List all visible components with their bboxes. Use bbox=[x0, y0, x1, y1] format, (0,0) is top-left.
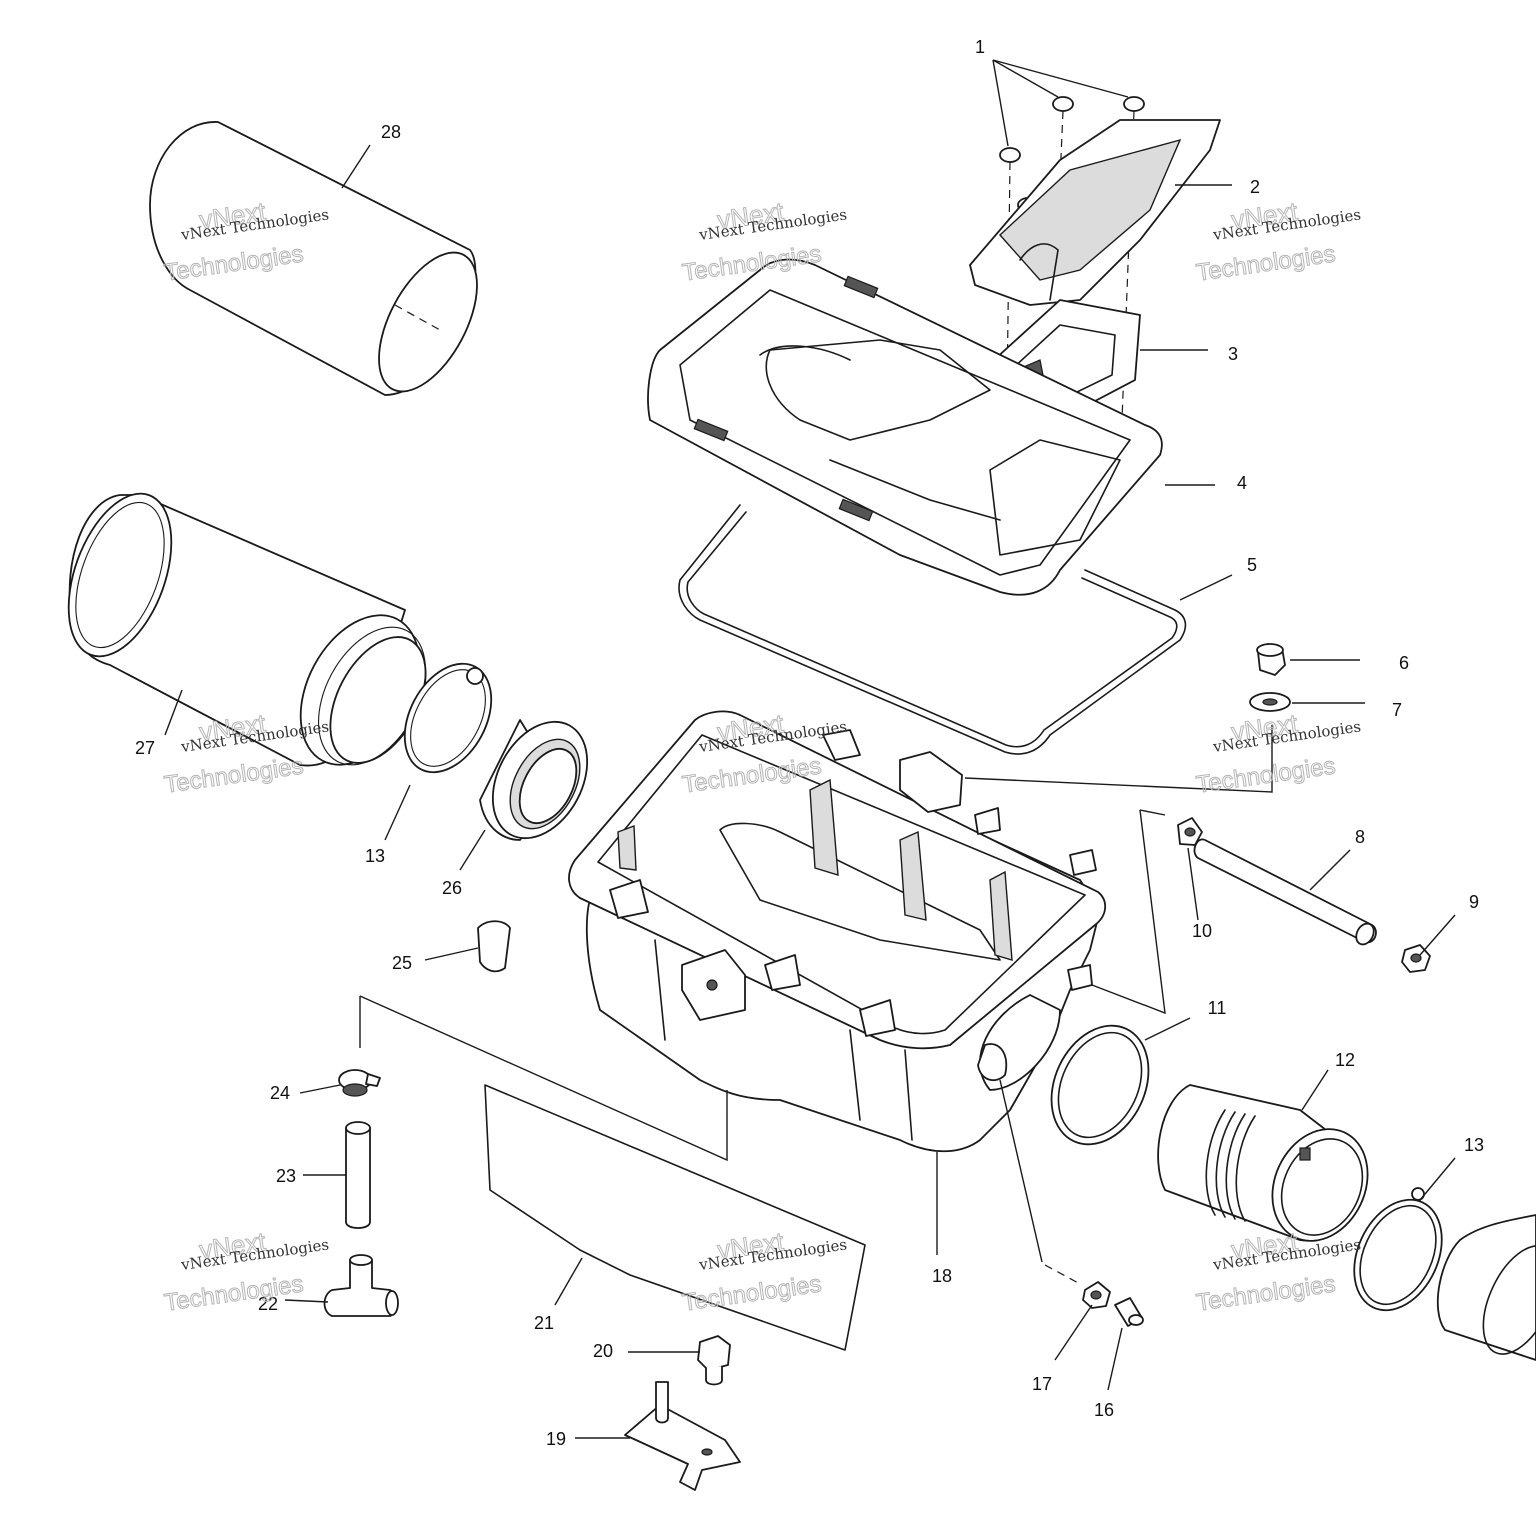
callout-28: 28 bbox=[381, 122, 401, 142]
callout-27: 27 bbox=[135, 738, 155, 758]
callout-labels: 1 2 3 4 5 6 7 8 9 10 11 12 13 13 16 17 1… bbox=[135, 37, 1484, 1449]
part-intake-tube-partial bbox=[1436, 1214, 1536, 1361]
part-10-clip-nut bbox=[1177, 817, 1203, 846]
part-16-spacer bbox=[1114, 1297, 1144, 1327]
callout-24: 24 bbox=[270, 1083, 290, 1103]
callout-16: 16 bbox=[1094, 1400, 1114, 1420]
callout-1: 1 bbox=[975, 37, 985, 57]
callout-12: 12 bbox=[1335, 1050, 1355, 1070]
callout-19: 19 bbox=[546, 1429, 566, 1449]
callout-11: 11 bbox=[1208, 998, 1227, 1018]
part-7-washer bbox=[1249, 692, 1291, 712]
callout-25: 25 bbox=[392, 953, 412, 973]
watermark-6: vNext Technologies vNext Technologies bbox=[1194, 708, 1362, 799]
part-8-rod bbox=[1193, 838, 1377, 946]
part-13-clamp-right bbox=[1353, 1187, 1443, 1312]
callout-13-left: 13 bbox=[365, 846, 385, 866]
part-20-bolt bbox=[697, 1335, 731, 1386]
callout-17: 17 bbox=[1032, 1374, 1052, 1394]
part-5-lid-seal bbox=[678, 504, 1187, 755]
part-22-tee-fitting bbox=[323, 1254, 399, 1317]
svg-text:Technologies: Technologies bbox=[163, 752, 306, 798]
part-17-clip-nut bbox=[1082, 1281, 1111, 1309]
part-12-intake-boot bbox=[1157, 1084, 1369, 1242]
callout-3: 3 bbox=[1228, 344, 1238, 364]
part-28-precleaner-sleeve bbox=[149, 121, 478, 396]
part-11-o-ring bbox=[1050, 1024, 1150, 1146]
callout-4: 4 bbox=[1237, 473, 1247, 493]
part-19-bracket bbox=[624, 1381, 741, 1491]
part-24-hose-clamp bbox=[338, 1069, 381, 1097]
part-27-air-filter bbox=[67, 492, 427, 767]
callout-5: 5 bbox=[1247, 555, 1257, 575]
callout-6: 6 bbox=[1399, 653, 1409, 673]
part-4-airbox-lid bbox=[647, 258, 1163, 596]
callout-9: 9 bbox=[1469, 892, 1479, 912]
callout-2: 2 bbox=[1250, 177, 1260, 197]
part-13-clamp-left bbox=[403, 662, 493, 774]
part-26-adapter bbox=[479, 719, 589, 841]
svg-text:Technologies: Technologies bbox=[1195, 240, 1338, 286]
part-18-airbox-housing bbox=[568, 710, 1107, 1153]
callout-23: 23 bbox=[276, 1166, 296, 1186]
watermark-8: vNext Technologies vNext Technologies bbox=[680, 1226, 848, 1317]
svg-text:Technologies: Technologies bbox=[1195, 1270, 1338, 1316]
callout-18: 18 bbox=[932, 1266, 952, 1286]
callout-leaders bbox=[164, 144, 1456, 1439]
part-21-cover-panel bbox=[359, 995, 866, 1351]
part-23-tube bbox=[345, 1121, 371, 1229]
part-2-intake-duct bbox=[969, 119, 1221, 306]
callout-8: 8 bbox=[1355, 827, 1365, 847]
svg-text:Technologies: Technologies bbox=[681, 1270, 824, 1316]
callout-20: 20 bbox=[593, 1341, 613, 1361]
watermark-9: vNext Technologies vNext Technologies bbox=[1194, 1226, 1362, 1317]
callout-22: 22 bbox=[258, 1294, 278, 1314]
part-6-nut bbox=[1256, 643, 1286, 676]
callout-7: 7 bbox=[1392, 700, 1402, 720]
watermark-3: vNext Technologies vNext Technologies bbox=[1194, 196, 1362, 287]
callout-13-right: 13 bbox=[1464, 1135, 1484, 1155]
svg-text:Technologies: Technologies bbox=[163, 1270, 306, 1316]
callout-21: 21 bbox=[534, 1313, 554, 1333]
part-25-clip bbox=[477, 920, 511, 973]
callout-26: 26 bbox=[442, 878, 462, 898]
callout-10: 10 bbox=[1192, 921, 1212, 941]
